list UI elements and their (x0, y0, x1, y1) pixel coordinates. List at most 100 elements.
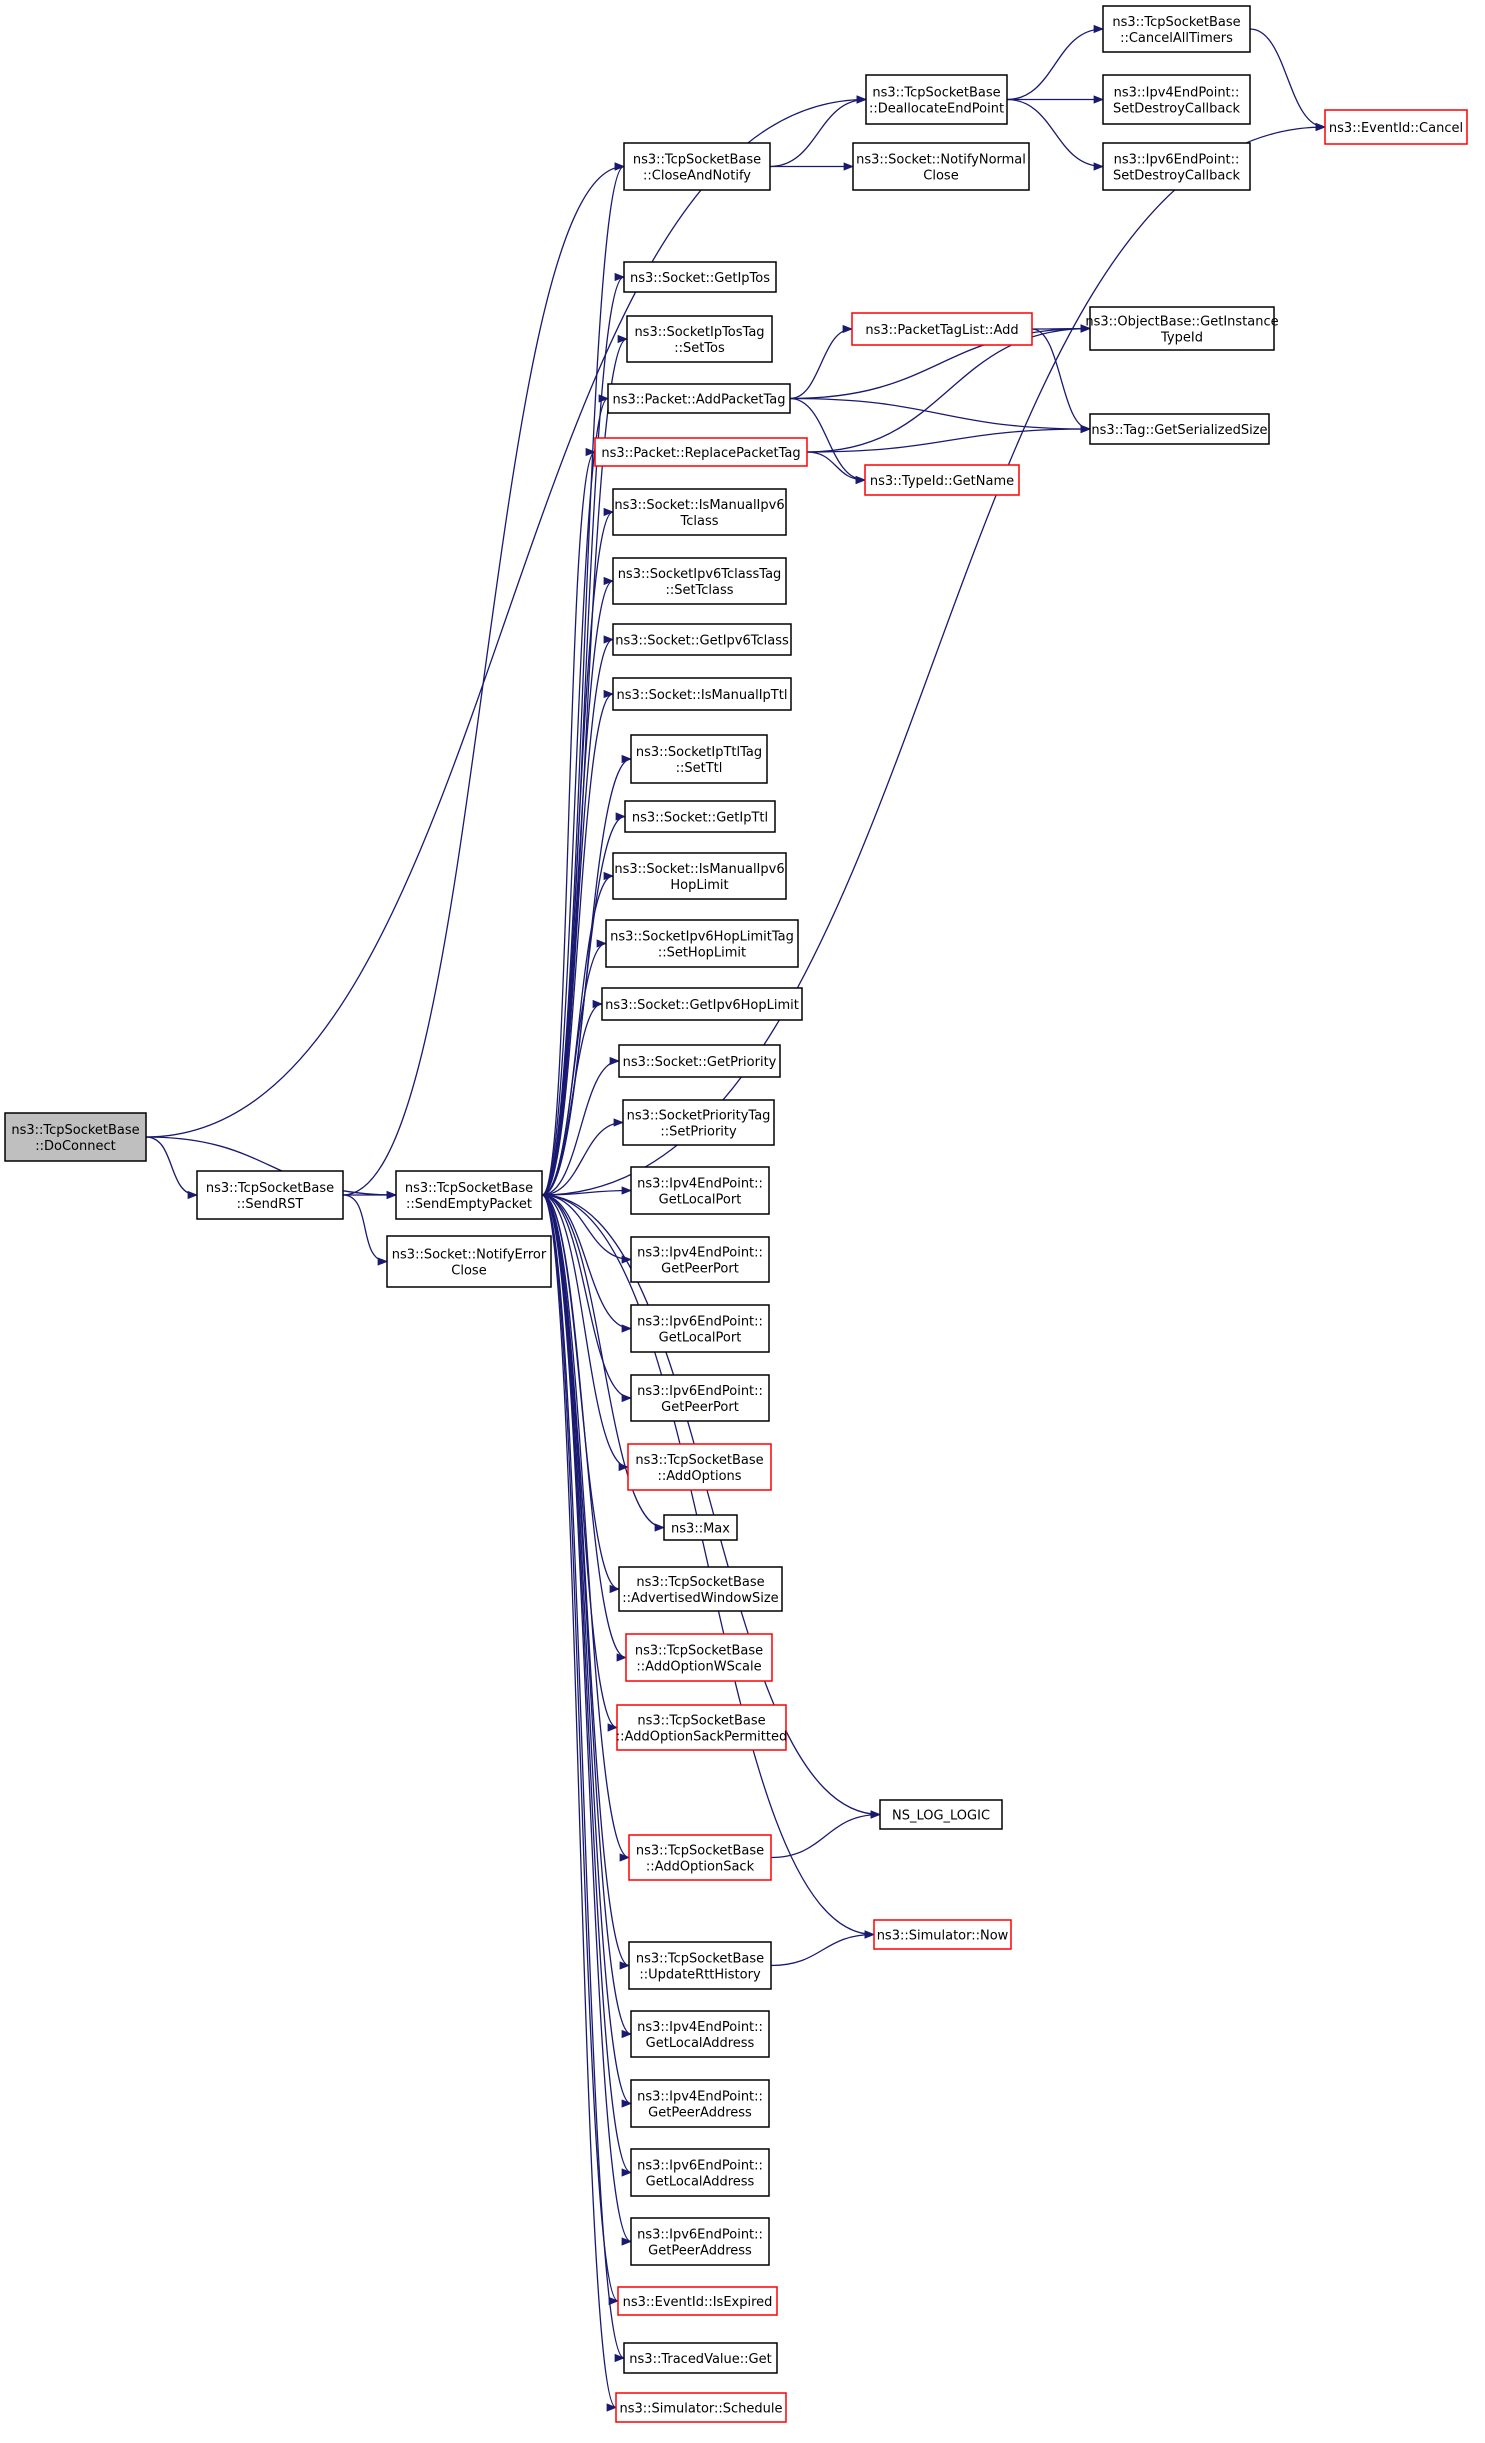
node-setpriority[interactable]: ns3::SocketPriorityTag::SetPriority (622, 1099, 775, 1146)
node-updaterttHistory[interactable]: ns3::TcpSocketBase::UpdateRttHistory (628, 1941, 772, 1990)
node-box[interactable] (1102, 5, 1251, 53)
node-box[interactable] (594, 437, 808, 467)
node-box[interactable] (612, 852, 787, 900)
node-box[interactable] (618, 1566, 783, 1612)
node-sethoplimit[interactable]: ns3::SocketIpv6HopLimitTag::SetHopLimit (605, 919, 799, 968)
node-isexpired[interactable]: ns3::EventId::IsExpired (617, 2286, 778, 2316)
node-ipv4getpeeraddress[interactable]: ns3::Ipv4EndPoint::GetPeerAddress (630, 2079, 770, 2128)
node-box[interactable] (622, 1099, 775, 1146)
node-box[interactable] (628, 1834, 772, 1881)
node-sendemptypacket[interactable]: ns3::TcpSocketBase::SendEmptyPacket (395, 1170, 543, 1220)
node-box[interactable] (625, 1633, 773, 1682)
node-box[interactable] (615, 2392, 787, 2423)
node-box[interactable] (630, 2010, 770, 2058)
node-packettaglistadd[interactable]: ns3::PacketTagList::Add (851, 312, 1033, 346)
node-box[interactable] (627, 1443, 772, 1491)
node-getiptos[interactable]: ns3::Socket::GetIpTos (623, 261, 777, 293)
node-box[interactable] (623, 2342, 778, 2374)
node-box[interactable] (605, 919, 799, 968)
node-box[interactable] (630, 1374, 770, 1422)
node-tracedvalueget[interactable]: ns3::TracedValue::Get (623, 2342, 778, 2374)
node-box[interactable] (630, 734, 768, 784)
node-ipv6getlocaladdress[interactable]: ns3::Ipv6EndPoint::GetLocalAddress (630, 2148, 770, 2197)
node-box[interactable] (1089, 306, 1275, 351)
node-ipv4getlocaladdress[interactable]: ns3::Ipv4EndPoint::GetLocalAddress (630, 2010, 770, 2058)
node-box[interactable] (395, 1170, 543, 1220)
node-simulatorschedule[interactable]: ns3::Simulator::Schedule (615, 2392, 787, 2423)
node-box[interactable] (4, 1112, 147, 1162)
node-box[interactable] (1102, 142, 1251, 191)
node-box[interactable] (618, 1044, 781, 1078)
node-box[interactable] (879, 1799, 1003, 1830)
node-ipv4setdestroy[interactable]: ns3::Ipv4EndPoint::SetDestroyCallback (1102, 74, 1251, 125)
node-deallocateendpoint[interactable]: ns3::TcpSocketBase::DeallocateEndPoint (865, 74, 1008, 125)
node-box[interactable] (628, 1941, 772, 1990)
node-typeidgetname[interactable]: ns3::TypeId::GetName (864, 464, 1020, 496)
node-settclass[interactable]: ns3::SocketIpv6TclassTag::SetTclass (612, 557, 787, 605)
node-getipv6tclass[interactable]: ns3::Socket::GetIpv6Tclass (612, 623, 792, 656)
node-ismanualipttl[interactable]: ns3::Socket::IsManualIpTtl (612, 677, 792, 711)
node-eventidcancel[interactable]: ns3::EventId::Cancel (1324, 109, 1468, 145)
node-getipttl[interactable]: ns3::Socket::GetIpTtl (624, 800, 776, 833)
node-ipv6getlocalport[interactable]: ns3::Ipv6EndPoint::GetLocalPort (630, 1304, 770, 1353)
node-max[interactable]: ns3::Max (663, 1514, 738, 1541)
node-box[interactable] (630, 1236, 770, 1283)
node-box[interactable] (623, 142, 771, 191)
node-box[interactable] (630, 1166, 770, 1215)
node-box[interactable] (616, 1704, 787, 1751)
node-setttl[interactable]: ns3::SocketIpTtlTag::SetTtl (630, 734, 768, 784)
node-replacepackettag[interactable]: ns3::Packet::ReplacePacketTag (594, 437, 808, 467)
node-addoptionsack[interactable]: ns3::TcpSocketBase::AddOptionSack (628, 1834, 772, 1881)
node-box[interactable] (1102, 74, 1251, 125)
node-doconnect[interactable]: ns3::TcpSocketBase::DoConnect (4, 1112, 147, 1162)
node-box[interactable] (873, 1919, 1012, 1950)
node-sendrst[interactable]: ns3::TcpSocketBase::SendRST (196, 1170, 344, 1220)
node-advertisedwindowsize[interactable]: ns3::TcpSocketBase::AdvertisedWindowSize (618, 1566, 783, 1612)
node-box[interactable] (196, 1170, 344, 1220)
node-simulatornow[interactable]: ns3::Simulator::Now (873, 1919, 1012, 1950)
node-getpriority[interactable]: ns3::Socket::GetPriority (618, 1044, 781, 1078)
node-box[interactable] (601, 987, 803, 1021)
node-addoptionwscale[interactable]: ns3::TcpSocketBase::AddOptionWScale (625, 1633, 773, 1682)
node-getserializedsize[interactable]: ns3::Tag::GetSerializedSize (1089, 413, 1270, 445)
node-settos[interactable]: ns3::SocketIpTosTag::SetTos (626, 315, 773, 363)
node-box[interactable] (630, 1304, 770, 1353)
node-addoptionsackpermitted[interactable]: ns3::TcpSocketBase::AddOptionSackPermitt… (616, 1704, 787, 1751)
node-box[interactable] (864, 464, 1020, 496)
node-box[interactable] (865, 74, 1008, 125)
node-box[interactable] (663, 1514, 738, 1541)
node-getipv6hoplimit[interactable]: ns3::Socket::GetIpv6HopLimit (601, 987, 803, 1021)
node-box[interactable] (612, 623, 792, 656)
node-closeandnotify[interactable]: ns3::TcpSocketBase::CloseAndNotify (623, 142, 771, 191)
node-box[interactable] (851, 312, 1033, 346)
node-box[interactable] (623, 261, 777, 293)
node-box[interactable] (630, 2148, 770, 2197)
node-addpackettag[interactable]: ns3::Packet::AddPacketTag (607, 383, 791, 414)
node-box[interactable] (1089, 413, 1270, 445)
node-ipv4getpeerport[interactable]: ns3::Ipv4EndPoint::GetPeerPort (630, 1236, 770, 1283)
node-box[interactable] (612, 677, 792, 711)
node-box[interactable] (617, 2286, 778, 2316)
node-box[interactable] (626, 315, 773, 363)
node-box[interactable] (612, 488, 787, 536)
node-box[interactable] (630, 2217, 770, 2266)
node-ipv6getpeeraddress[interactable]: ns3::Ipv6EndPoint::GetPeerAddress (630, 2217, 770, 2266)
node-box[interactable] (607, 383, 791, 414)
node-addoptions[interactable]: ns3::TcpSocketBase::AddOptions (627, 1443, 772, 1491)
node-box[interactable] (852, 142, 1030, 191)
node-ipv6setdestroy[interactable]: ns3::Ipv6EndPoint::SetDestroyCallback (1102, 142, 1251, 191)
node-ipv4getlocalport[interactable]: ns3::Ipv4EndPoint::GetLocalPort (630, 1166, 770, 1215)
node-box[interactable] (386, 1235, 552, 1288)
node-box[interactable] (612, 557, 787, 605)
node-ipv6getpeerport[interactable]: ns3::Ipv6EndPoint::GetPeerPort (630, 1374, 770, 1422)
node-nsloglogic[interactable]: NS_LOG_LOGIC (879, 1799, 1003, 1830)
node-box[interactable] (1324, 109, 1468, 145)
node-box[interactable] (630, 2079, 770, 2128)
node-box[interactable] (624, 800, 776, 833)
node-cancelalltimers[interactable]: ns3::TcpSocketBase::CancelAllTimers (1102, 5, 1251, 53)
